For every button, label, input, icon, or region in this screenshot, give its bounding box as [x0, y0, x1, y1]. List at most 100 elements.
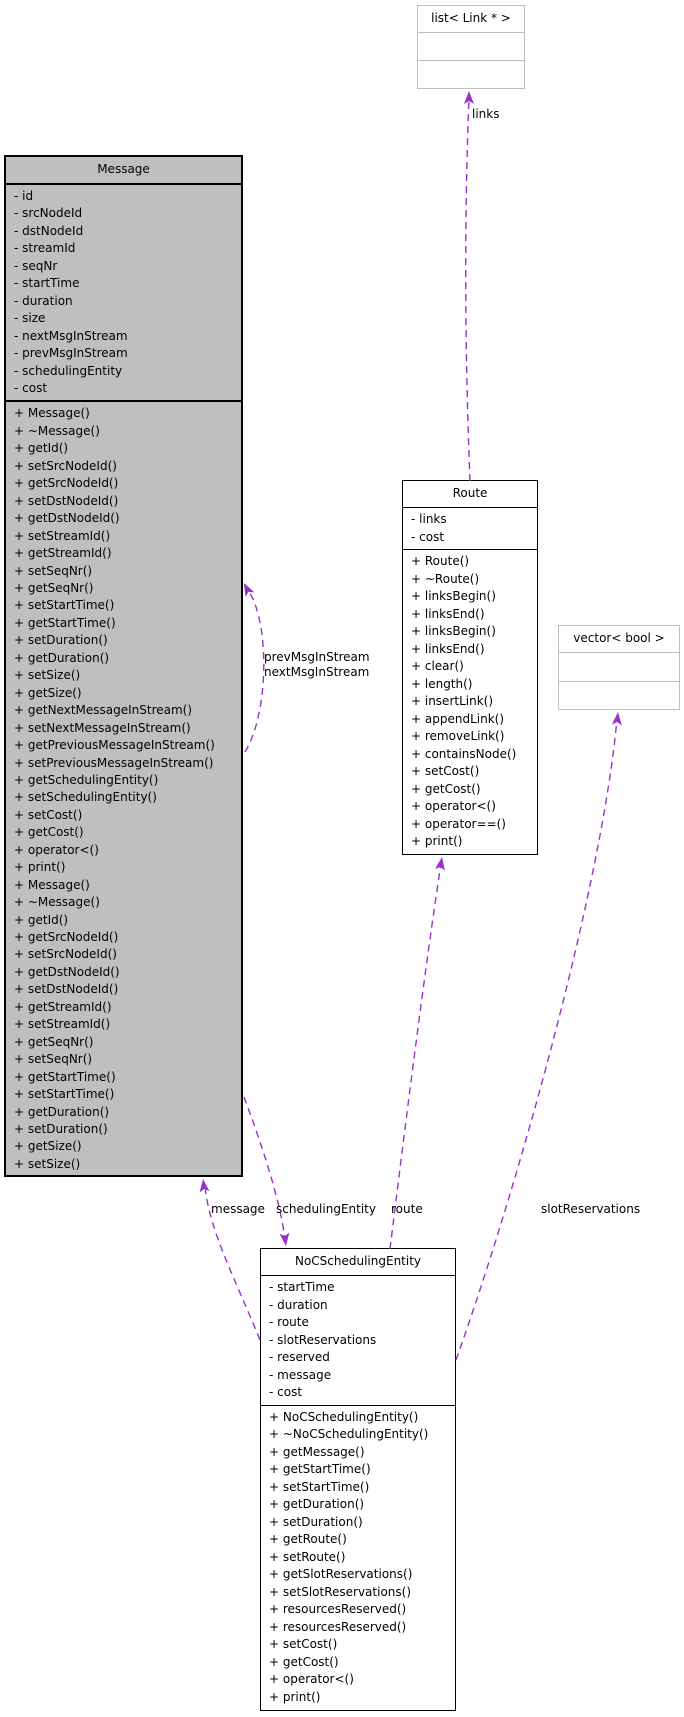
member-line: + setCost(): [411, 764, 480, 778]
member-line: + setDuration(): [269, 1514, 363, 1529]
member-line: - reserved: [269, 1350, 330, 1364]
member-line: + setStreamId(): [14, 528, 111, 543]
member-line: + getSeqNr(): [14, 580, 94, 595]
member-line: + setNextMessageInStream(): [14, 720, 191, 735]
member-line: + linksBegin(): [411, 589, 496, 603]
member-line: + setStreamId(): [14, 1017, 111, 1032]
member-line: + getDuration(): [14, 650, 110, 665]
member-line: + print(): [14, 860, 66, 875]
member-line: + getCost(): [269, 1654, 339, 1669]
class-methods-vector-bool: [559, 682, 679, 710]
member-line: + setSrcNodeId(): [14, 947, 117, 962]
member-line: + getDstNodeId(): [14, 511, 120, 526]
arrowhead-scheduling-entity: [279, 1232, 290, 1246]
class-title-route[interactable]: Route: [403, 481, 537, 508]
class-methods-list-link-ptr: [418, 61, 524, 88]
member-line: + getStartTime(): [14, 1069, 116, 1084]
member-line: - links: [411, 512, 447, 526]
edge-scheduling-entity: [243, 1096, 286, 1240]
member-line: + getDuration(): [269, 1497, 365, 1511]
member-line: + resourcesReserved(): [269, 1602, 407, 1616]
member-line: + print(): [411, 834, 463, 848]
class-title-noc-scheduling-entity[interactable]: NoCSchedulingEntity: [261, 1249, 455, 1276]
member-line: + setSlotReservations(): [269, 1584, 412, 1599]
edge-label-links: links: [472, 107, 500, 121]
member-line: - id: [14, 189, 34, 203]
member-line: + setCost(): [14, 807, 83, 822]
member-line: + getSrcNodeId(): [14, 930, 119, 945]
member-line: + getStartTime(): [14, 615, 116, 630]
member-line: + operator<(): [14, 842, 99, 857]
member-line: + setSrcNodeId(): [14, 458, 117, 473]
class-title-vector-bool: vector< bool >: [559, 626, 679, 653]
member-line: - cost: [269, 1385, 303, 1399]
class-fields-vector-bool: [559, 653, 679, 682]
class-box-message: Message - id - srcNodeId - dstNodeId - stre…: [4, 155, 243, 1177]
class-box-route[interactable]: Route - links - cost + Route()+ ~Route()+…: [402, 480, 538, 855]
member-line: + getPreviousMessageInStream(): [14, 738, 215, 753]
arrowhead-links: [464, 91, 474, 104]
member-line: + getDuration(): [14, 1104, 110, 1119]
member-line: + getSrcNodeId(): [14, 476, 119, 491]
edge-label-next-msg-in-stream: nextMsgInStream: [264, 665, 370, 679]
member-line: + getStreamId(): [14, 999, 112, 1014]
arrowhead-route: [435, 857, 445, 871]
member-line: + NoCSchedulingEntity(): [269, 1409, 419, 1424]
member-line: + ~Message(): [14, 423, 100, 438]
edge-prev-next-self-loop: [244, 589, 265, 753]
member-line: + getRoute(): [269, 1532, 347, 1546]
arrowhead-message: [199, 1179, 210, 1193]
member-line: + linksEnd(): [411, 641, 485, 656]
member-line: + length(): [411, 676, 473, 691]
member-line: + print(): [269, 1689, 321, 1704]
class-fields-list-link-ptr: [418, 33, 524, 61]
member-line: + setCost(): [269, 1637, 338, 1651]
member-line: - route: [269, 1315, 309, 1329]
member-line: + resourcesReserved(): [269, 1619, 407, 1634]
member-line: + removeLink(): [411, 729, 505, 743]
member-line: + getId(): [14, 912, 69, 927]
member-line: + getStartTime(): [269, 1462, 371, 1476]
member-line: - schedulingEntity: [14, 363, 123, 378]
member-line: - cost: [411, 529, 445, 544]
member-line: - startTime: [14, 276, 80, 291]
member-line: + Message(): [14, 877, 90, 892]
member-line: - duration: [269, 1297, 328, 1312]
edge-label-slot-reservations: slotReservations: [541, 1202, 641, 1216]
member-line: + linksEnd(): [411, 606, 485, 621]
member-line: + setDstNodeId(): [14, 982, 119, 997]
member-line: - startTime: [269, 1280, 335, 1294]
member-line: - message: [269, 1367, 332, 1382]
member-line: - cost: [14, 380, 48, 395]
member-line: + getSize(): [14, 1139, 82, 1154]
member-line: + setStartTime(): [269, 1479, 370, 1494]
member-line: + setSize(): [14, 1156, 81, 1171]
member-line: - seqNr: [14, 258, 58, 273]
member-line: - prevMsgInStream: [14, 346, 128, 361]
member-line: - srcNodeId: [14, 206, 83, 221]
member-line: + setRoute(): [269, 1549, 346, 1564]
member-line: + setSchedulingEntity(): [14, 790, 157, 805]
member-line: + getCost(): [411, 781, 481, 796]
class-methods-route: + Route()+ ~Route()+ linksBegin()+ links…: [403, 550, 537, 854]
edge-label-prev-next: prevMsgInStream nextMsgInStream: [264, 650, 370, 680]
member-line: + setSize(): [14, 668, 81, 683]
member-line: + setDuration(): [14, 633, 108, 648]
member-line: - streamId: [14, 241, 76, 256]
member-line: + setDuration(): [14, 1122, 108, 1137]
member-line: + getSeqNr(): [14, 1034, 94, 1049]
class-box-noc-scheduling-entity[interactable]: NoCSchedulingEntity - startTime - duratio…: [260, 1248, 456, 1711]
member-line: + setDstNodeId(): [14, 493, 119, 508]
member-line: - dstNodeId: [14, 223, 84, 238]
class-box-vector-bool: vector< bool >: [558, 625, 680, 710]
member-line: + setStartTime(): [14, 598, 115, 613]
member-line: + ~Message(): [14, 895, 100, 910]
edge-label-message: message: [211, 1202, 265, 1216]
class-title-message: Message: [6, 157, 241, 185]
member-line: + operator<(): [411, 799, 496, 813]
member-line: + getCost(): [14, 825, 84, 840]
member-line: + getMessage(): [269, 1444, 365, 1459]
member-line: + getId(): [14, 441, 69, 456]
member-line: - slotReservations: [269, 1332, 377, 1347]
member-line: + getSchedulingEntity(): [14, 772, 159, 787]
